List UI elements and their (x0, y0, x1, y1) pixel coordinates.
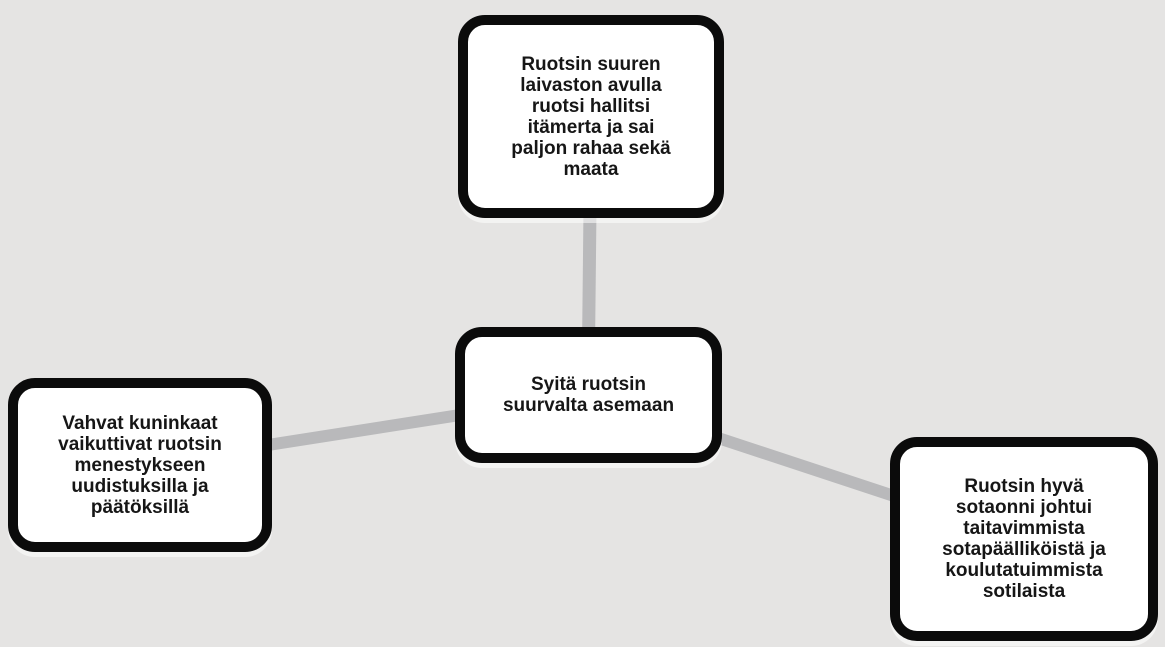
node-center[interactable]: Syitä ruotsin suurvalta asemaan (455, 327, 722, 463)
node-bottom-right[interactable]: Ruotsin hyvä sotaonni johtui taitavimmis… (890, 437, 1158, 641)
node-text: Syitä ruotsin suurvalta asemaan (502, 374, 675, 416)
node-text: Vahvat kuninkaat vaikuttivat ruotsin men… (58, 412, 222, 518)
node-text: Ruotsin hyvä sotaonni johtui taitavimmis… (942, 476, 1106, 602)
node-text: Ruotsin suuren laivaston avulla ruotsi h… (511, 53, 671, 180)
node-left[interactable]: Vahvat kuninkaat vaikuttivat ruotsin men… (8, 378, 272, 552)
node-top[interactable]: Ruotsin suuren laivaston avulla ruotsi h… (458, 15, 724, 218)
